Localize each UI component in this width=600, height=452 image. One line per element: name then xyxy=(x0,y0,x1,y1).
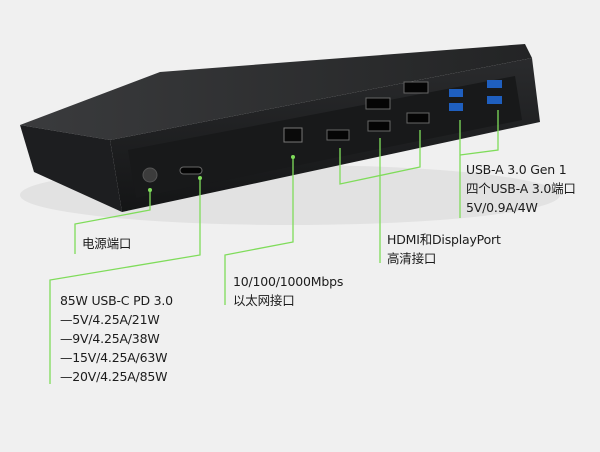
usb-a-port-3 xyxy=(487,96,502,104)
power-port xyxy=(142,167,158,183)
label-line: 10/100/1000Mbps xyxy=(233,274,344,289)
usb-a-label: USB-A 3.0 Gen 1 四个USB-A 3.0端口 5V/0.9A/4W xyxy=(466,160,576,217)
label-line: —20V/4.25A/85W xyxy=(60,369,168,384)
hdmi-port-3 xyxy=(406,112,430,124)
label-line: —9V/4.25A/38W xyxy=(60,331,160,346)
label-line: 85W USB-C PD 3.0 xyxy=(60,293,173,308)
hdmi-port-1 xyxy=(326,129,350,141)
dock-top xyxy=(20,44,532,140)
ethernet-label: 10/100/1000Mbps 以太网接口 xyxy=(233,272,343,310)
label-line: HDMI和DisplayPort xyxy=(387,232,501,247)
video-ports-label: HDMI和DisplayPort 高清接口 xyxy=(387,230,501,268)
power-callout-line xyxy=(74,190,151,254)
label-line: 以太网接口 xyxy=(233,293,295,308)
usb-c-callout-line xyxy=(49,178,201,384)
label-line: —5V/4.25A/21W xyxy=(60,312,160,327)
displayport-1 xyxy=(365,97,391,110)
ethernet-port xyxy=(283,127,303,143)
dock-left-side xyxy=(20,125,122,212)
usb-a-port-1 xyxy=(449,103,463,111)
label-line: 高清接口 xyxy=(387,251,437,266)
hdmi-port-2 xyxy=(367,120,391,132)
usb-a-callout-bracket xyxy=(459,110,499,156)
usb-c-label: 85W USB-C PD 3.0 —5V/4.25A/21W —9V/4.25A… xyxy=(60,291,173,386)
usb-c-port xyxy=(179,166,203,175)
label-line: 电源端口 xyxy=(82,236,132,251)
power-port-label: 电源端口 xyxy=(82,234,131,253)
dock-front-panel xyxy=(128,76,522,198)
usb-a-port-4 xyxy=(487,80,502,88)
displayport-2 xyxy=(403,81,429,94)
label-line: USB-A 3.0 Gen 1 xyxy=(466,162,567,177)
label-line: 5V/0.9A/4W xyxy=(466,200,538,215)
usb-a-port-2 xyxy=(449,89,463,97)
callout-dots xyxy=(148,155,295,192)
callout-lines xyxy=(49,110,499,384)
label-line: —15V/4.25A/63W xyxy=(60,350,168,365)
label-line: 四个USB-A 3.0端口 xyxy=(466,181,576,196)
ethernet-callout-line xyxy=(224,157,294,305)
